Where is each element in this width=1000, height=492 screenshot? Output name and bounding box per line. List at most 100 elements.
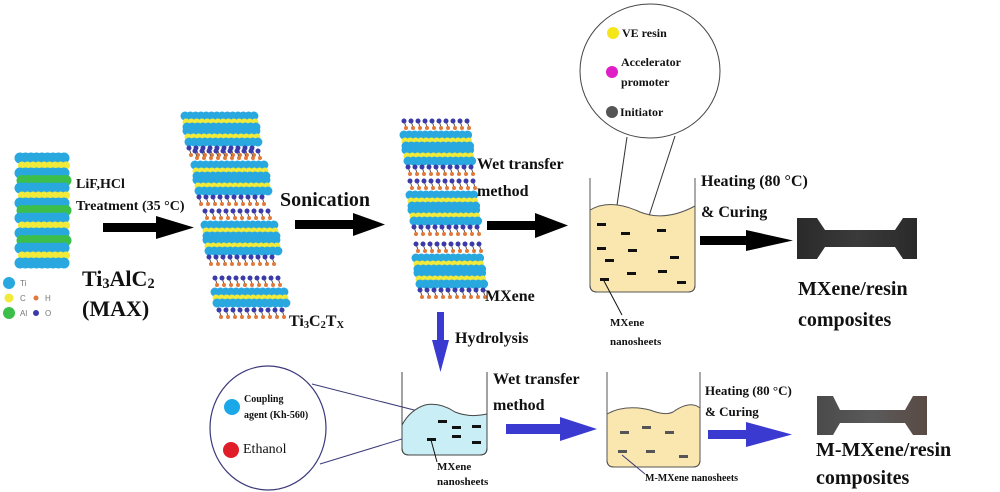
ethanol-dot bbox=[223, 442, 239, 458]
atom bbox=[206, 202, 210, 206]
atom bbox=[408, 172, 412, 176]
atom bbox=[272, 262, 276, 266]
atom bbox=[261, 175, 271, 185]
atom bbox=[192, 148, 198, 154]
atom bbox=[278, 283, 282, 287]
legend-al-dot bbox=[3, 307, 15, 319]
atom bbox=[223, 307, 229, 313]
atom bbox=[456, 178, 462, 184]
atom bbox=[279, 307, 285, 313]
atom bbox=[223, 262, 227, 266]
atom bbox=[230, 208, 236, 214]
atom bbox=[477, 268, 487, 278]
atom bbox=[451, 249, 455, 253]
atom bbox=[432, 224, 438, 230]
atom bbox=[205, 216, 209, 220]
atom bbox=[434, 241, 440, 247]
atom bbox=[469, 190, 479, 200]
accelerator-label-2: promoter bbox=[621, 75, 670, 89]
atom bbox=[448, 295, 452, 299]
atom bbox=[442, 178, 448, 184]
atom bbox=[422, 118, 428, 124]
atom bbox=[253, 137, 263, 147]
atom bbox=[233, 275, 239, 281]
atom bbox=[258, 262, 262, 266]
atom bbox=[459, 287, 465, 293]
atom bbox=[431, 186, 435, 190]
atom bbox=[261, 275, 267, 281]
atom bbox=[436, 172, 440, 176]
atom bbox=[206, 254, 212, 260]
atom bbox=[240, 275, 246, 281]
atom bbox=[418, 126, 422, 130]
coupling-components-bubble bbox=[209, 365, 429, 491]
atom bbox=[446, 126, 450, 130]
atom bbox=[220, 202, 224, 206]
ve-resin-label: VE resin bbox=[622, 26, 667, 40]
resin-components-bubble bbox=[579, 3, 721, 220]
product-bottom-label-2: composites bbox=[816, 467, 910, 489]
legend-ti-dot bbox=[3, 277, 15, 289]
atom bbox=[455, 241, 461, 247]
atom bbox=[467, 126, 471, 130]
atom bbox=[202, 208, 208, 214]
atom bbox=[474, 224, 480, 230]
atom bbox=[445, 186, 449, 190]
atom bbox=[413, 241, 419, 247]
atom bbox=[404, 126, 408, 130]
atom bbox=[263, 186, 273, 196]
atom bbox=[433, 164, 439, 170]
atom bbox=[473, 287, 479, 293]
atom bbox=[455, 295, 459, 299]
max-formula: Ti3AlC2 bbox=[82, 266, 155, 292]
atom bbox=[254, 275, 260, 281]
heating-label-1: Heating (80 °C) bbox=[701, 173, 808, 190]
atom bbox=[273, 246, 283, 256]
atom bbox=[452, 287, 458, 293]
atom bbox=[269, 220, 279, 230]
atom bbox=[415, 172, 419, 176]
atom bbox=[234, 148, 240, 154]
mxene-nanosheets-top bbox=[597, 223, 686, 284]
wet-transfer-label-1: Wet transfer bbox=[477, 156, 564, 173]
atom bbox=[240, 216, 244, 220]
legend-c-dot bbox=[4, 293, 14, 303]
dogbone-specimen-top bbox=[797, 218, 917, 259]
legend-ti-label: Ti bbox=[20, 279, 27, 288]
atom bbox=[414, 178, 420, 184]
atom bbox=[206, 148, 212, 154]
legend-o-label: O bbox=[45, 309, 52, 318]
beaker-top bbox=[589, 178, 696, 316]
atom bbox=[269, 254, 275, 260]
atom bbox=[244, 307, 250, 313]
atom bbox=[412, 164, 418, 170]
atom bbox=[264, 283, 268, 287]
atom bbox=[476, 241, 482, 247]
atom bbox=[212, 275, 218, 281]
atom bbox=[476, 295, 480, 299]
atom bbox=[467, 224, 473, 230]
atom bbox=[268, 315, 272, 319]
atom bbox=[446, 224, 452, 230]
atom bbox=[405, 164, 411, 170]
atom bbox=[424, 287, 430, 293]
atom bbox=[202, 156, 206, 160]
atom bbox=[216, 208, 222, 214]
hydro-nanosheets-label-1: MXene bbox=[437, 461, 472, 473]
atom bbox=[255, 148, 261, 154]
atom bbox=[223, 156, 227, 160]
atom bbox=[251, 208, 257, 214]
atom bbox=[457, 172, 461, 176]
atom bbox=[237, 208, 243, 214]
atom bbox=[441, 241, 447, 247]
atom bbox=[238, 194, 244, 200]
atom bbox=[251, 156, 255, 160]
atom bbox=[230, 262, 234, 266]
legend-c-label: C bbox=[20, 294, 26, 303]
atom bbox=[199, 148, 205, 154]
atom bbox=[447, 164, 453, 170]
atom bbox=[220, 254, 226, 260]
atom bbox=[468, 164, 474, 170]
atom bbox=[243, 283, 247, 287]
coupling-agent-label-1: Coupling bbox=[244, 394, 284, 405]
